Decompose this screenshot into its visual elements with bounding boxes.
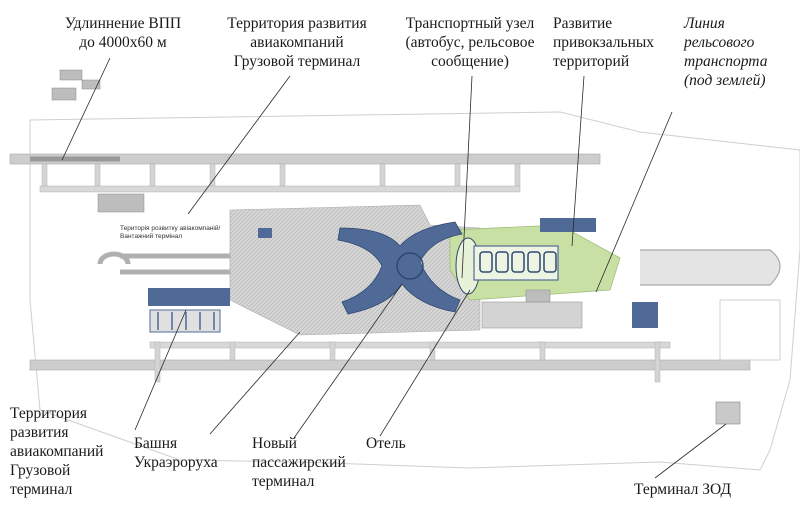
station-building <box>525 289 551 303</box>
new-passenger-terminal <box>337 221 463 315</box>
cargo-block-top <box>258 228 272 238</box>
cargo-terminal-complex <box>148 288 230 333</box>
label-vip-terminal: Терминал ЗОД <box>634 481 732 498</box>
transport-hub-block <box>540 218 596 232</box>
rail-station-block <box>632 302 658 328</box>
east-road <box>640 249 781 286</box>
label-transport-hub: Транспортный узел (автобус, рельсовое со… <box>405 15 535 70</box>
small-note: Територія розвитку авіакомпаній/ Вантажн… <box>120 225 221 240</box>
label-hotel: Отель <box>366 435 406 452</box>
north-runway <box>9 153 601 165</box>
leader-lines <box>61 57 727 479</box>
parking-garage <box>473 245 559 281</box>
label-runway-extension: Удлиннение ВПП до 4000х60 м <box>64 15 182 51</box>
north-taxiway <box>39 185 521 193</box>
south-runway <box>29 359 751 371</box>
vip-terminal-area <box>715 299 781 425</box>
label-tower: Башня Украэроруха <box>134 435 218 471</box>
label-airline-area-bottom: Территория развития авиакомпаний Грузово… <box>10 405 104 498</box>
label-rail-line: Линия рельсового транспорта (под землей) <box>684 15 768 89</box>
north-connectors <box>41 163 521 187</box>
label-airline-area-top: Территория развития авиакомпаний Грузово… <box>227 15 367 70</box>
terminal-roundabout <box>396 252 424 280</box>
south-terminal-buildings <box>481 301 583 329</box>
airfield-boundary <box>29 111 800 471</box>
label-new-terminal: Новый пассажирский терминал <box>252 435 346 490</box>
south-taxiway <box>149 341 671 349</box>
label-station-development: Развитие привокзальных территорий <box>553 15 655 70</box>
north-buildings <box>51 69 145 213</box>
